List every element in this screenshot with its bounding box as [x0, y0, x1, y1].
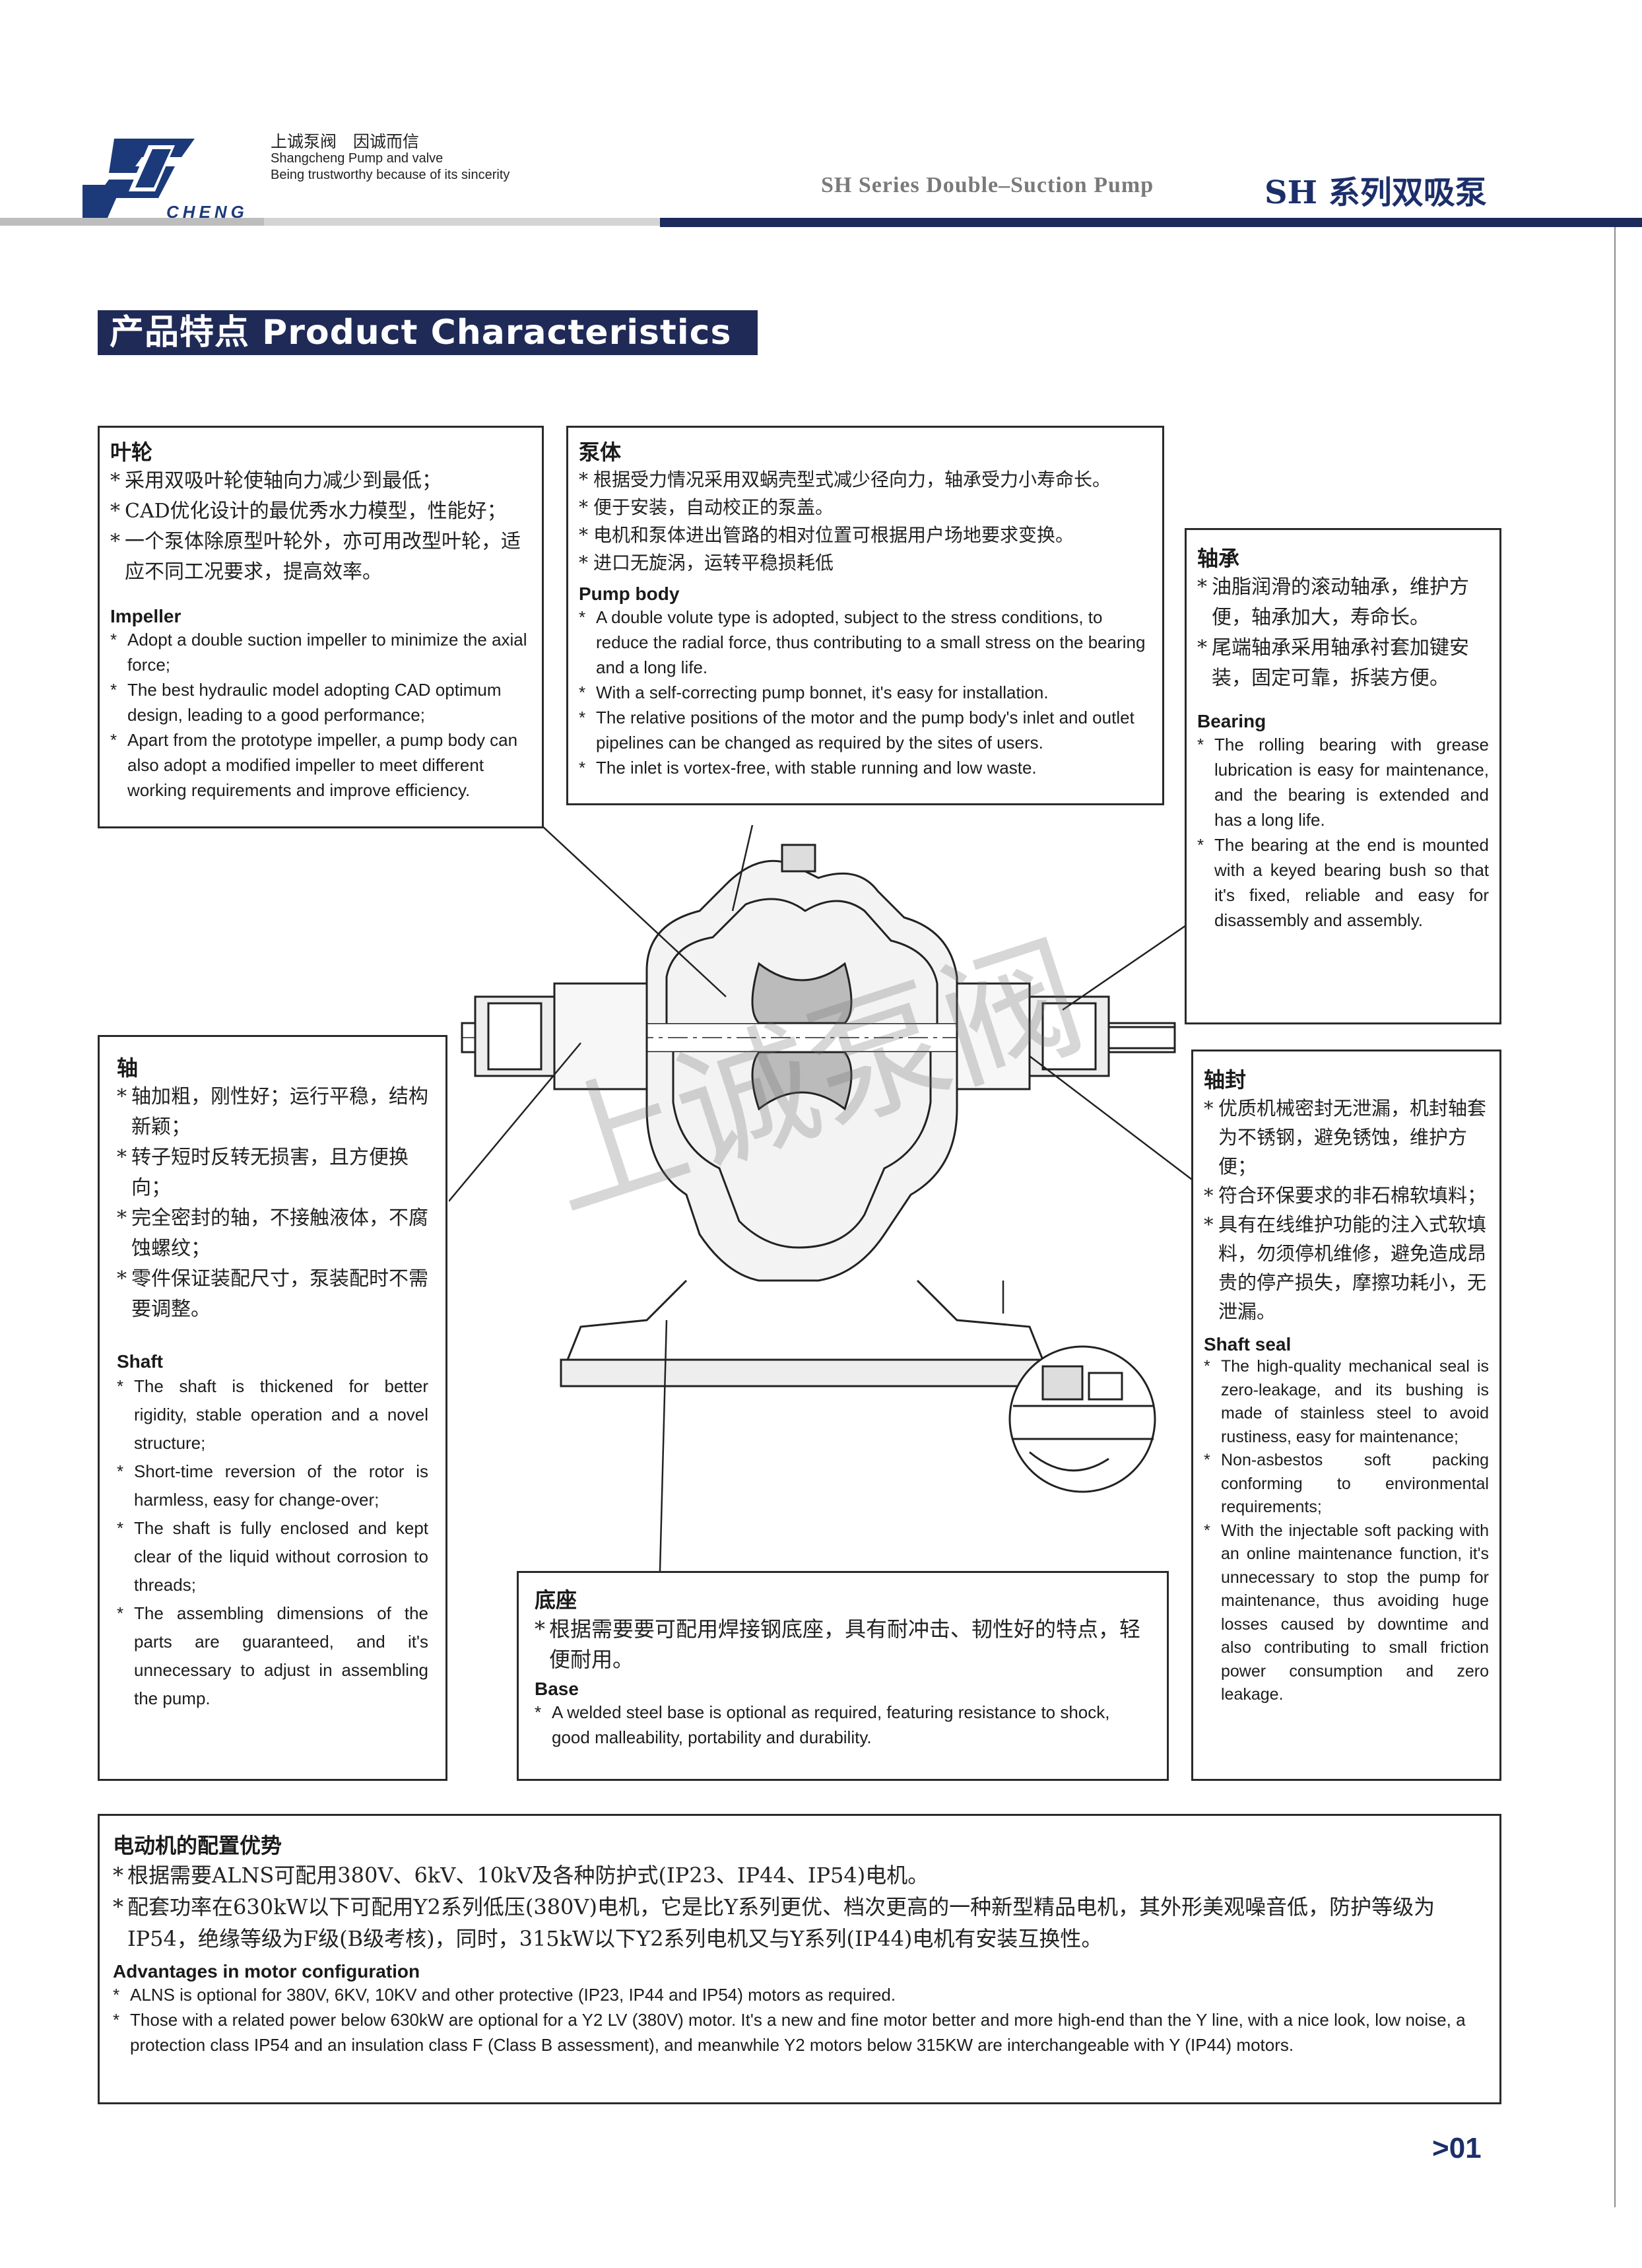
motor-title-cn: 电动机的配置优势 — [113, 1833, 282, 1858]
shaft-cn-list: *轴加粗，刚性好；运行平稳，结构新颖； *转子短时反转无损害，且方便换向； *完… — [117, 1082, 428, 1325]
impeller-title-en: Impeller — [110, 606, 181, 626]
shaft-seal-title-en: Shaft seal — [1204, 1334, 1292, 1354]
pump-body-cn-item: *电机和泵体进出管路的相对位置可根据用户场地要求变换。 — [579, 524, 1074, 546]
series-title-cn: SH 系列双吸泵 — [1264, 174, 1487, 211]
leader-impeller — [541, 825, 727, 997]
impeller-en-item: *Adopt a double suction impeller to mini… — [110, 630, 527, 675]
shaft-cn-item: *转子短时反转无损害，且方便换向； — [117, 1146, 409, 1199]
series-title-en: SH Series Double–Suction Pump — [821, 173, 1154, 197]
base-cn-item: *根据需要要可配用焊接钢底座，具有耐冲击、韧性好的特点，轻便耐用。 — [535, 1617, 1141, 1672]
base-title-en: Base — [535, 1679, 579, 1699]
leader-pump-body — [731, 825, 754, 912]
impeller-box: 叶轮 *采用双吸叶轮使轴向力减少到最低； *CAD优化设计的最优秀水力模型，性能… — [98, 426, 544, 828]
impeller-en-item: *The best hydraulic model adopting CAD o… — [110, 680, 502, 725]
motor-config-box: 电动机的配置优势 *根据需要ALNS可配用380V、6kV、10kV及各种防护式… — [98, 1814, 1501, 2104]
bearing-title-cn: 轴承 — [1197, 546, 1240, 571]
impeller-cn-list: *采用双吸叶轮使轴向力减少到最低； *CAD优化设计的最优秀水力模型，性能好； … — [110, 466, 531, 587]
impeller-cn-item: *一个泵体除原型叶轮外，亦可用改型叶轮，适应不同工况要求，提高效率。 — [110, 530, 521, 584]
bearing-en-item: *The bearing at the end is mounted with … — [1197, 835, 1489, 930]
leader-shaft-seal — [1029, 1055, 1195, 1182]
motor-title-en: Advantages in motor configuration — [113, 1961, 420, 1982]
pump-cross-section-diagram — [449, 825, 1195, 1572]
leader-shaft — [449, 1042, 581, 1202]
shaft-en-item: *The shaft is thickened for better rigid… — [117, 1376, 428, 1453]
shaft-seal-en-item: *The high-quality mechanical seal is zer… — [1204, 1357, 1489, 1446]
shaft-title-en: Shaft — [117, 1351, 163, 1372]
shaft-seal-en-item: *With the injectable soft packing with a… — [1204, 1521, 1489, 1704]
shaft-seal-en-list: *The high-quality mechanical seal is zer… — [1204, 1355, 1489, 1707]
bearing-box: 轴承 *油脂润滑的滚动轴承，维护方便，轴承加大，寿命长。 *尾端轴承采用轴承衬套… — [1185, 528, 1501, 1024]
shaft-box: 轴 *轴加粗，刚性好；运行平稳，结构新颖； *转子短时反转无损害，且方便换向； … — [98, 1035, 447, 1781]
pump-body-cn-list: *根据受力情况采用双蜗壳型式减少径向力，轴承受力小寿命长。 *便于安装，自动校正… — [579, 466, 1152, 577]
pump-body-cn-item: *便于安装，自动校正的泵盖。 — [579, 496, 834, 518]
pump-body-en-item: *With a self-correcting pump bonnet, it'… — [579, 683, 1049, 702]
shaft-en-item: *The assembling dimensions of the parts … — [117, 1603, 428, 1708]
motor-en-list: *ALNS is optional for 380V, 6KV, 10KV an… — [113, 1982, 1486, 2057]
shaft-cn-item: *完全密封的轴，不接触液体，不腐蚀螺纹； — [117, 1207, 428, 1260]
impeller-en-list: *Adopt a double suction impeller to mini… — [110, 627, 531, 803]
impeller-title-cn: 叶轮 — [110, 440, 153, 465]
pump-body-en-item: *The relative positions of the motor and… — [579, 708, 1134, 752]
page-number: >01 — [1432, 2132, 1482, 2164]
shaft-seal-en-item: *Non-asbestos soft packing conforming to… — [1204, 1451, 1489, 1516]
shaft-seal-cn-item: *具有在线维护功能的注入式软填料，勿须停机维修，避免造成昂贵的停产损失，摩擦功耗… — [1204, 1213, 1487, 1323]
motor-cn-item: *根据需要ALNS可配用380V、6kV、10kV及各种防护式(IP23、IP4… — [113, 1863, 929, 1888]
pump-body-en-item: *A double volute type is adopted, subjec… — [579, 607, 1146, 677]
motor-cn-list: *根据需要ALNS可配用380V、6kV、10kV及各种防护式(IP23、IP4… — [113, 1859, 1486, 1954]
bearing-en-item: *The rolling bearing with grease lubrica… — [1197, 735, 1489, 830]
bearing-cn-item: *尾端轴承采用轴承衬套加键安装，固定可靠，拆装方便。 — [1197, 636, 1469, 690]
shaft-cn-item: *零件保证装配尺寸，泵装配时不需要调整。 — [117, 1267, 428, 1321]
shaft-seal-box: 轴封 *优质机械密封无泄漏，机封轴套为不锈钢，避免锈蚀，维护方便； *符合环保要… — [1191, 1050, 1501, 1781]
base-box: 底座 *根据需要要可配用焊接钢底座，具有耐冲击、韧性好的特点，轻便耐用。 Bas… — [517, 1571, 1169, 1781]
shaft-cn-item: *轴加粗，刚性好；运行平稳，结构新颖； — [117, 1085, 428, 1139]
shaft-title-cn: 轴 — [117, 1055, 139, 1081]
header-rule-navy — [660, 218, 1642, 227]
slogan-cn: 上诚泵阀 因诚而信 — [271, 132, 420, 151]
page-right-rule — [1614, 227, 1616, 2207]
pump-body-title-en: Pump body — [579, 584, 680, 604]
pump-body-title-cn: 泵体 — [579, 440, 622, 465]
motor-en-item: *ALNS is optional for 380V, 6KV, 10KV an… — [113, 1985, 896, 2005]
company-logo — [82, 132, 201, 224]
pump-body-cn-item: *根据受力情况采用双蜗壳型式减少径向力，轴承受力小寿命长。 — [579, 469, 1111, 490]
bearing-cn-list: *油脂润滑的滚动轴承，维护方便，轴承加大，寿命长。 *尾端轴承采用轴承衬套加键安… — [1197, 572, 1489, 694]
bearing-title-en: Bearing — [1197, 711, 1266, 731]
logo-mark-icon — [82, 139, 195, 218]
shaft-seal-cn-item: *优质机械密封无泄漏，机封轴套为不锈钢，避免锈蚀，维护方便； — [1204, 1097, 1487, 1178]
impeller-en-item: *Apart from the prototype impeller, a pu… — [110, 730, 518, 800]
header-rule-gray-light — [264, 218, 660, 226]
base-en-item: *A welded steel base is optional as requ… — [535, 1702, 1110, 1747]
leader-base — [659, 1319, 668, 1572]
shaft-seal-cn-list: *优质机械密封无泄漏，机封轴套为不锈钢，避免锈蚀，维护方便； *符合环保要求的非… — [1204, 1094, 1489, 1326]
shaft-seal-title-cn: 轴封 — [1204, 1067, 1247, 1092]
pump-body-en-item: *The inlet is vortex-free, with stable r… — [579, 758, 1037, 778]
slogan-en-line-2: Being trustworthy because of its sinceri… — [271, 168, 510, 182]
impeller-cn-item: *CAD优化设计的最优秀水力模型，性能好； — [110, 500, 507, 523]
shaft-seal-cn-item: *符合环保要求的非石棉软填料； — [1204, 1184, 1487, 1207]
base-cn-list: *根据需要要可配用焊接钢底座，具有耐冲击、韧性好的特点，轻便耐用。 — [535, 1614, 1151, 1675]
base-en-list: *A welded steel base is optional as requ… — [535, 1700, 1151, 1750]
leader-bearing — [1062, 923, 1189, 1011]
pump-body-box: 泵体 *根据受力情况采用双蜗壳型式减少径向力，轴承受力小寿命长。 *便于安装，自… — [566, 426, 1164, 805]
section-title: 产品特点 Product Characteristics — [98, 310, 758, 355]
page-arrow-icon: > — [1432, 2132, 1449, 2164]
shaft-en-item: *The shaft is fully enclosed and kept cl… — [117, 1518, 428, 1595]
slogan-en: Shangcheng Pump and valve Being trustwor… — [271, 150, 509, 183]
pump-body-en-list: *A double volute type is adopted, subjec… — [579, 605, 1152, 780]
motor-en-item: *Those with a related power below 630kW … — [113, 2010, 1466, 2055]
shaft-en-item: *Short-time reversion of the rotor is ha… — [117, 1461, 428, 1510]
impeller-cn-item: *采用双吸叶轮使轴向力减少到最低； — [110, 469, 442, 492]
slogan-en-line-1: Shangcheng Pump and valve — [271, 151, 443, 166]
bearing-en-list: *The rolling bearing with grease lubrica… — [1197, 732, 1489, 933]
motor-cn-item: *配套功率在630kW以下可配用Y2系列低压(380V)电机，它是比Y系列更优、… — [113, 1894, 1435, 1951]
base-title-cn: 底座 — [535, 1587, 577, 1613]
shaft-en-list: *The shaft is thickened for better rigid… — [117, 1372, 428, 1713]
bearing-cn-item: *油脂润滑的滚动轴承，维护方便，轴承加大，寿命长。 — [1197, 576, 1469, 629]
pump-body-cn-item: *进口无旋涡，运转平稳损耗低 — [579, 552, 834, 574]
